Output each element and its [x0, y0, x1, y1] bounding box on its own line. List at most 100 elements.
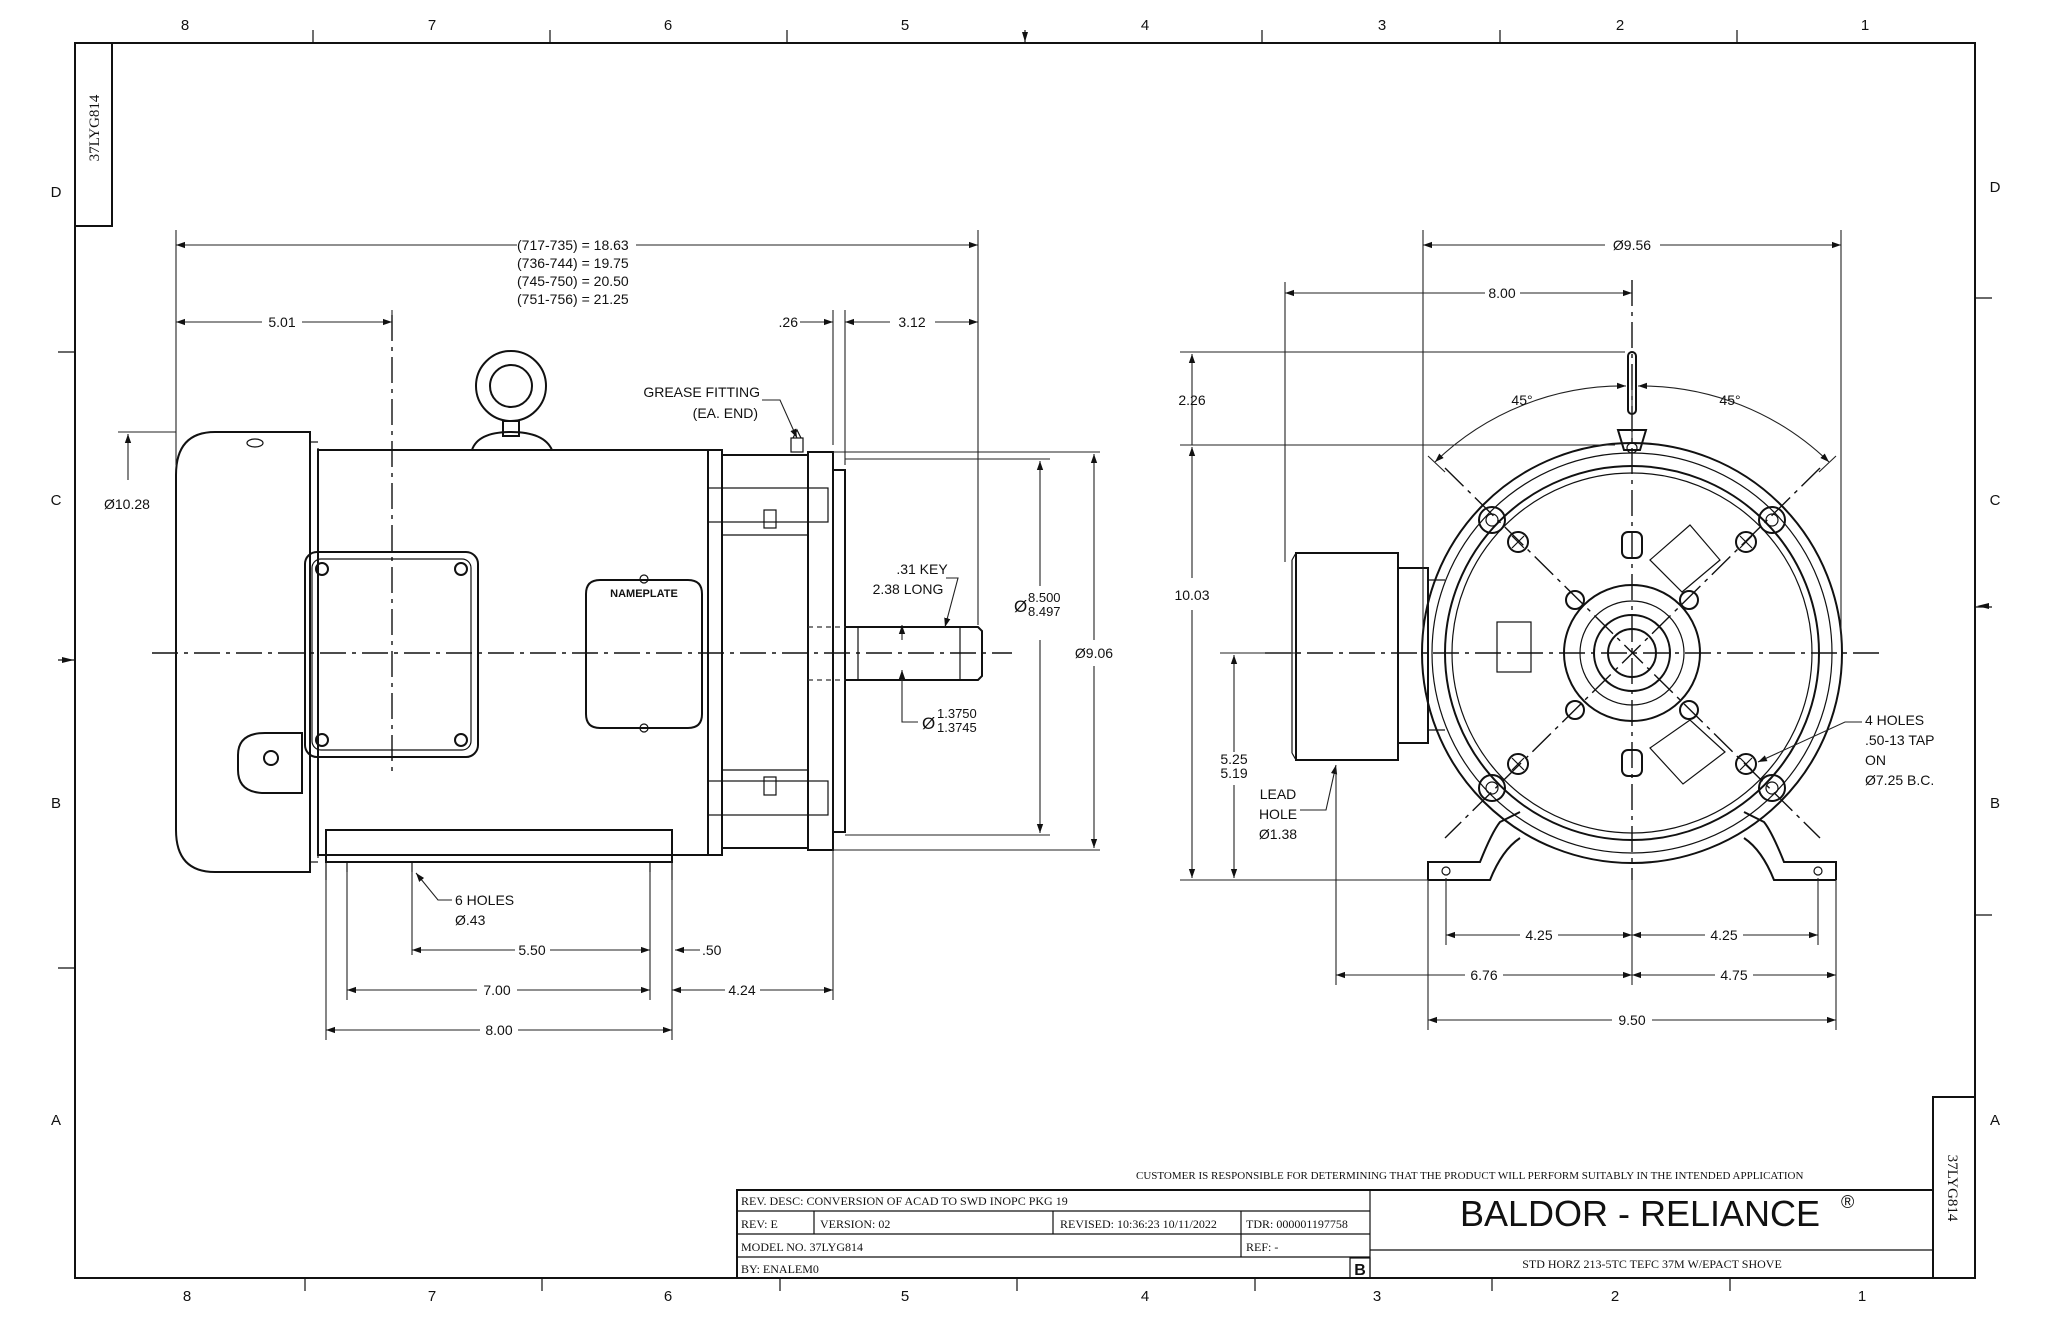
- dim-4-25-left: 4.25: [1525, 927, 1552, 943]
- lead-hole-label-2: HOLE: [1259, 806, 1297, 822]
- dia-8-500: 8.500: [1028, 590, 1061, 605]
- zone-bottom-5: 5: [901, 1288, 909, 1305]
- drawn-by: BY: ENALEM0: [741, 1262, 819, 1276]
- fan-cover: [175, 431, 311, 873]
- drawing-border: [58, 30, 1992, 1291]
- overall-length-table: (717-735) = 18.63 (736-744) = 19.75 (745…: [517, 237, 629, 307]
- dim-4-24: 4.24: [728, 982, 755, 998]
- dia-9-56: Ø9.56: [1613, 237, 1651, 253]
- title-block: CUSTOMER IS RESPONSIBLE FOR DETERMINING …: [736, 1170, 1934, 1279]
- zone-top-3: 3: [1378, 17, 1386, 34]
- dim-5-01: 5.01: [268, 314, 295, 330]
- holes-dia: Ø.43: [455, 912, 486, 928]
- dia-8-497: 8.497: [1028, 604, 1061, 619]
- tap-holes-label: 4 HOLES: [1865, 712, 1924, 728]
- zone-top-7: 7: [428, 17, 436, 34]
- drawing-number-box-left: 37LYG814: [74, 42, 113, 227]
- zone-left-c: C: [51, 492, 62, 509]
- zone-bottom-2: 2: [1611, 1288, 1619, 1305]
- ref: REF: -: [1246, 1240, 1278, 1254]
- size-letter: B: [1354, 1262, 1366, 1279]
- drawing-number-right: 37LYG814: [1944, 1155, 1960, 1222]
- drawing-number-box-right: 37LYG814: [1932, 1096, 1976, 1279]
- key-label: .31 KEY: [896, 561, 948, 577]
- dim-5-25: 5.25: [1220, 751, 1247, 767]
- dim-7-00: 7.00: [483, 982, 510, 998]
- dim-0-50: .50: [702, 942, 722, 958]
- key-length-label: 2.38 LONG: [873, 581, 944, 597]
- zone-top-2: 2: [1616, 17, 1624, 34]
- zone-bottom-6: 6: [664, 1288, 672, 1305]
- zone-bottom-4: 4: [1141, 1288, 1149, 1305]
- zone-top-1: 1: [1861, 17, 1869, 34]
- dim-6-76: 6.76: [1470, 967, 1497, 983]
- dim-2-26: 2.26: [1178, 392, 1205, 408]
- dim-8-00-end: 8.00: [1488, 285, 1515, 301]
- angle-left: 45°: [1511, 392, 1532, 408]
- tapped-holes: [1507, 531, 1757, 775]
- shaft-dia-min: 1.3745: [937, 720, 977, 735]
- length-line-2: (736-744) = 19.75: [517, 255, 629, 271]
- drawing-number-left: 37LYG814: [87, 94, 103, 161]
- dia-9-06: Ø9.06: [1075, 645, 1113, 661]
- bracket-bolts: [1478, 506, 1786, 802]
- model-description: STD HORZ 213-5TC TEFC 37M W/EPACT SHOVE: [1522, 1257, 1782, 1271]
- length-line-3: (745-750) = 20.50: [517, 273, 629, 289]
- zone-top-8: 8: [181, 17, 189, 34]
- dim-4-75: 4.75: [1720, 967, 1747, 983]
- rev-desc: REV. DESC: CONVERSION OF ACAD TO SWD INO…: [741, 1194, 1068, 1208]
- dim-5-50: 5.50: [518, 942, 545, 958]
- disclaimer: CUSTOMER IS RESPONSIBLE FOR DETERMINING …: [1136, 1170, 1803, 1182]
- length-line-1: (717-735) = 18.63: [517, 237, 629, 253]
- zone-labels: 8 7 6 5 4 3 2 1 8 7 6 5 4 3 2 1 D C B A …: [51, 17, 2001, 1305]
- zone-right-d: D: [1990, 179, 2001, 196]
- dia-prefix-shaft: Ø: [922, 714, 935, 733]
- zone-right-b: B: [1990, 795, 2000, 812]
- zone-top-6: 6: [664, 17, 672, 34]
- lifting-foot-boss: [237, 732, 303, 794]
- end-view: Ø9.56 8.00 2.26 10.03 45° 45° 5.25 5.19 …: [1174, 230, 1935, 1030]
- side-view: NAMEPLATE: [104, 230, 1113, 1040]
- zone-left-d: D: [51, 184, 62, 201]
- version: VERSION: 02: [820, 1217, 890, 1231]
- tap-size-label: .50-13 TAP: [1865, 732, 1935, 748]
- model-number: MODEL NO. 37LYG814: [741, 1240, 863, 1254]
- dia-10-28: Ø10.28: [104, 496, 150, 512]
- zone-left-a: A: [51, 1112, 61, 1129]
- zone-bottom-8: 8: [183, 1288, 191, 1305]
- end-view-feet: [1427, 811, 1837, 881]
- tap-on-label: ON: [1865, 752, 1886, 768]
- tdr: TDR: 000001197758: [1246, 1217, 1348, 1231]
- nameplate: NAMEPLATE: [585, 574, 703, 733]
- zone-left-b: B: [51, 795, 61, 812]
- dim-5-19: 5.19: [1220, 765, 1247, 781]
- mounting-foot: [325, 829, 673, 863]
- lead-hole-dia: Ø1.38: [1259, 826, 1297, 842]
- front-end-bracket: [707, 428, 846, 856]
- zone-right-c: C: [1990, 492, 2001, 509]
- dim-4-25-right: 4.25: [1710, 927, 1737, 943]
- holes-label: 6 HOLES: [455, 892, 514, 908]
- nameplate-label: NAMEPLATE: [610, 588, 678, 600]
- lead-hole-label: LEAD: [1260, 786, 1297, 802]
- rev: REV: E: [741, 1217, 778, 1231]
- dia-prefix-8500: Ø: [1014, 597, 1027, 616]
- dim-10-03: 10.03: [1174, 587, 1209, 603]
- grease-fitting-label: GREASE FITTING: [643, 384, 760, 400]
- shaft-end-circle: [1607, 628, 1657, 678]
- dim-3-12: 3.12: [898, 314, 925, 330]
- zone-top-5: 5: [901, 17, 909, 34]
- shaft: [808, 626, 983, 681]
- pilot-circle: [1563, 584, 1701, 722]
- dim-8-00-foot: 8.00: [485, 1022, 512, 1038]
- zone-right-a: A: [1990, 1112, 2000, 1129]
- junction-box: [304, 551, 479, 758]
- zone-bottom-7: 7: [428, 1288, 436, 1305]
- brand-registered-mark: ®: [1841, 1192, 1854, 1212]
- dim-0-26: .26: [779, 314, 799, 330]
- revised: REVISED: 10:36:23 10/11/2022: [1060, 1217, 1217, 1231]
- dim-9-50: 9.50: [1618, 1012, 1645, 1028]
- length-line-4: (751-756) = 21.25: [517, 291, 629, 307]
- zone-bottom-1: 1: [1858, 1288, 1866, 1305]
